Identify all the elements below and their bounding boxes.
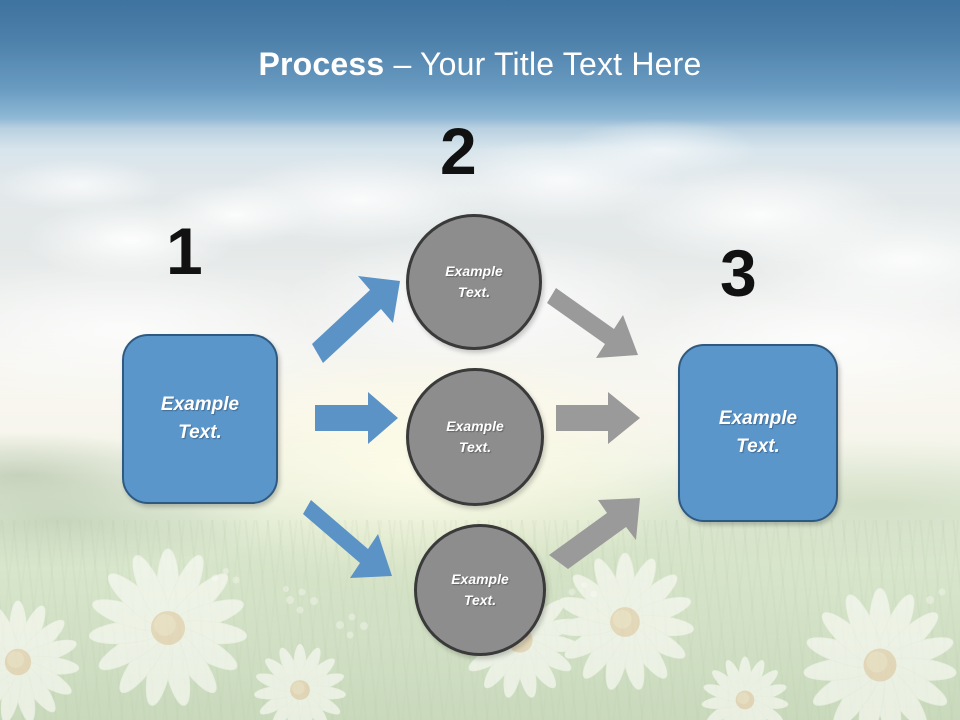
process-circle-top[interactable]: Example Text. bbox=[406, 214, 542, 350]
slide-title-rest: – Your Title Text Here bbox=[384, 46, 702, 82]
arrow-bottom-circle-to-end bbox=[549, 498, 640, 569]
arrow-start-to-top-circle bbox=[312, 276, 400, 363]
start-box-line2: Text. bbox=[178, 422, 222, 443]
slide-title-strong: Process bbox=[258, 46, 385, 82]
process-circle-top-line2: Text. bbox=[457, 284, 491, 300]
end-box-line2: Text. bbox=[736, 436, 780, 457]
process-circle-middle-line1: Example bbox=[446, 418, 504, 434]
process-circle-top-line1: Example bbox=[445, 263, 503, 279]
process-circle-middle-line2: Text. bbox=[458, 439, 492, 455]
arrow-start-to-bottom-circle bbox=[303, 500, 392, 578]
end-box-line1: Example bbox=[718, 408, 798, 430]
step-number-1: 1 bbox=[166, 214, 203, 288]
process-circle-bottom-line1: Example bbox=[451, 571, 509, 587]
process-circle-bottom[interactable]: Example Text. bbox=[414, 524, 546, 656]
slide-title: Process – Your Title Text Here bbox=[0, 46, 960, 83]
step-number-3: 3 bbox=[720, 236, 757, 310]
arrow-middle-circle-to-end bbox=[556, 392, 640, 444]
start-box-line1: Example bbox=[160, 394, 240, 416]
arrow-top-circle-to-end bbox=[547, 288, 638, 358]
arrow-start-to-middle-circle bbox=[315, 392, 398, 444]
start-box[interactable]: Example Text. bbox=[122, 334, 278, 504]
step-number-2: 2 bbox=[440, 114, 477, 188]
process-circle-bottom-line2: Text. bbox=[463, 592, 497, 608]
process-circle-middle[interactable]: Example Text. bbox=[406, 368, 544, 506]
end-box[interactable]: Example Text. bbox=[678, 344, 838, 522]
